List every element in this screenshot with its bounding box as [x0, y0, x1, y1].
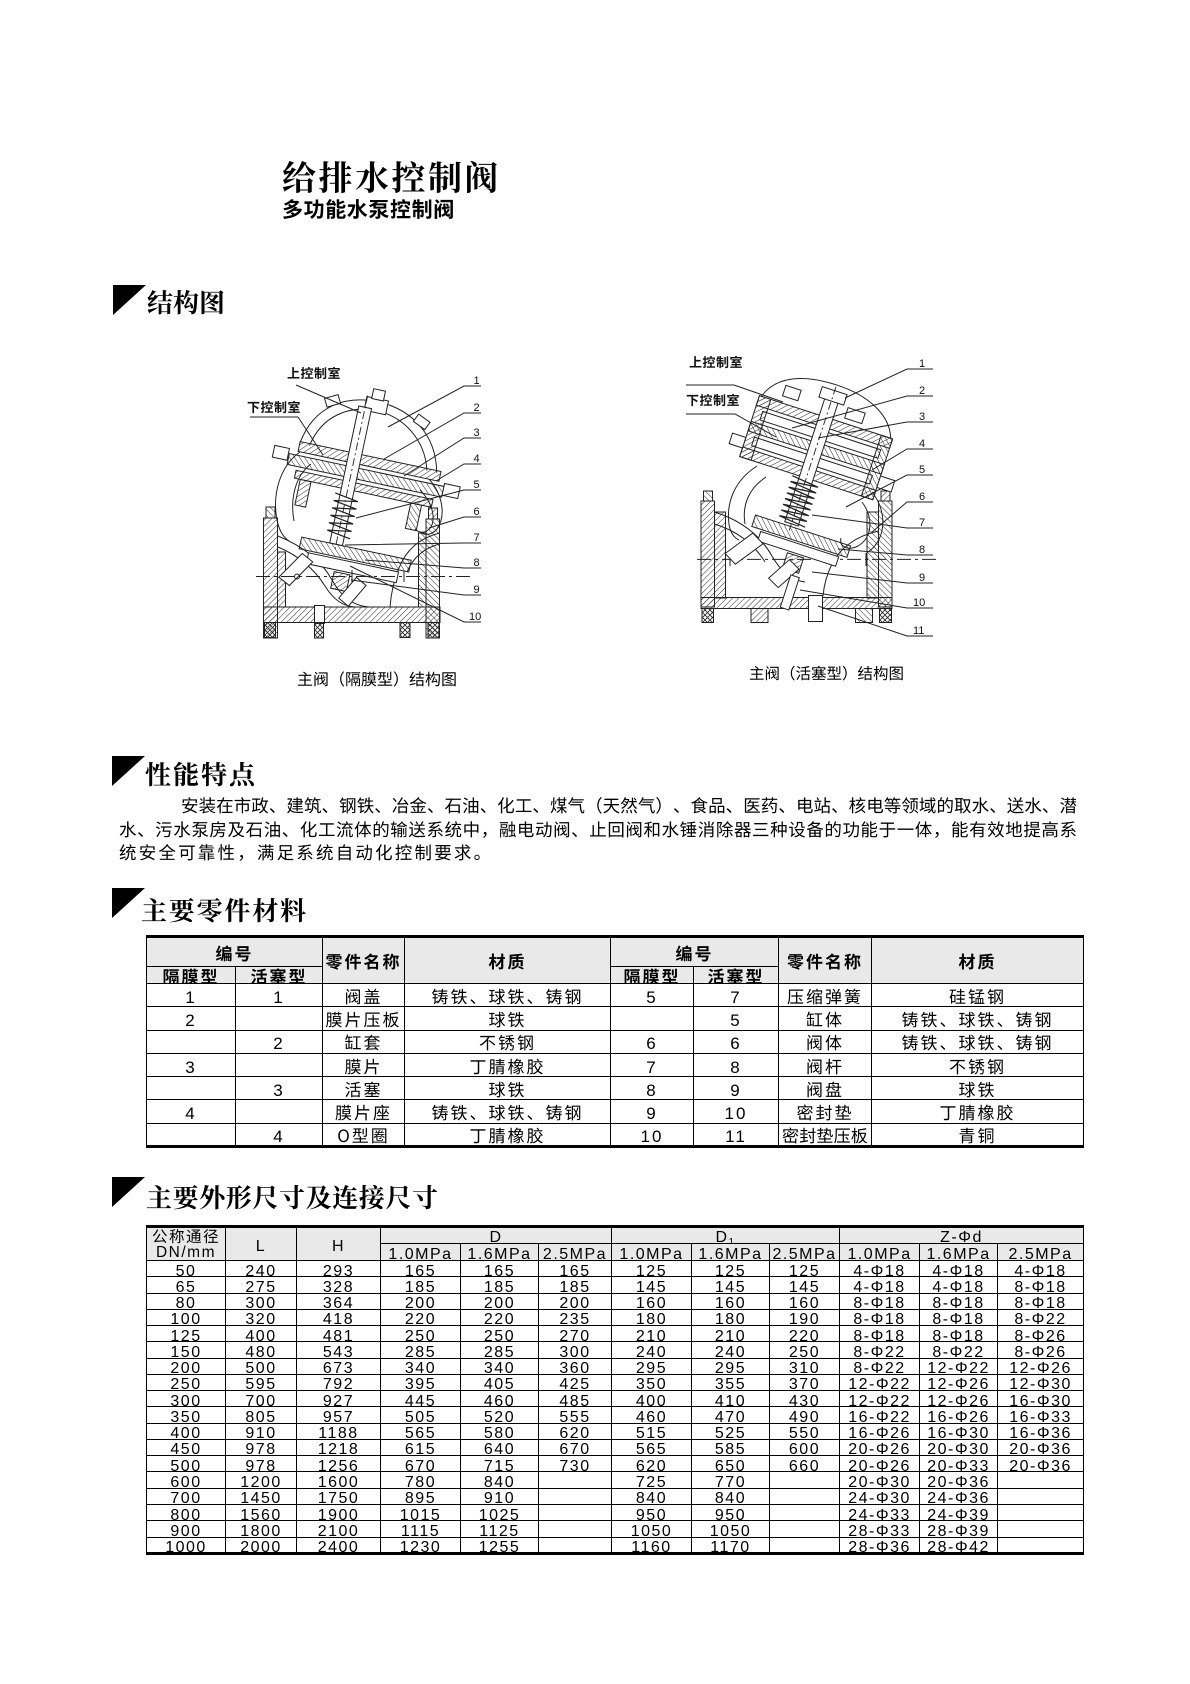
svg-text:10: 10: [913, 597, 925, 609]
svg-text:2: 2: [919, 385, 925, 397]
svg-text:上控制室: 上控制室: [287, 363, 341, 382]
svg-text:3: 3: [474, 427, 480, 439]
svg-text:上控制室: 上控制室: [689, 352, 743, 371]
svg-text:6: 6: [474, 506, 480, 518]
svg-text:下控制室: 下控制室: [686, 390, 740, 409]
svg-text:8: 8: [919, 544, 925, 556]
svg-text:3: 3: [919, 411, 925, 423]
svg-text:4: 4: [474, 453, 480, 465]
svg-text:4: 4: [919, 438, 925, 450]
svg-text:10: 10: [469, 611, 481, 623]
svg-text:1: 1: [474, 375, 480, 387]
svg-text:5: 5: [919, 464, 925, 476]
svg-text:9: 9: [919, 572, 925, 584]
svg-text:2: 2: [474, 402, 480, 414]
svg-text:9: 9: [474, 584, 480, 596]
svg-text:7: 7: [919, 517, 925, 529]
svg-text:8: 8: [474, 557, 480, 569]
svg-text:下控制室: 下控制室: [247, 397, 301, 416]
svg-text:6: 6: [919, 491, 925, 503]
svg-text:1: 1: [919, 358, 925, 370]
svg-text:11: 11: [913, 625, 924, 637]
svg-text:7: 7: [474, 532, 480, 544]
svg-text:5: 5: [474, 479, 480, 491]
